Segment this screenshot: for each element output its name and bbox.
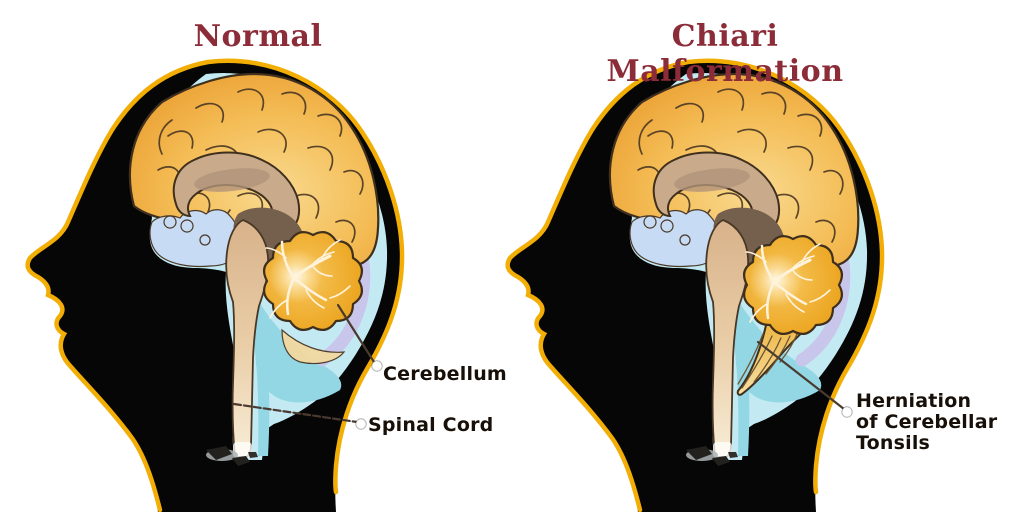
head-chiari — [508, 61, 882, 512]
leader-dots — [355, 360, 853, 430]
leader-line-cerebellum — [336, 303, 376, 364]
head-normal — [28, 61, 402, 512]
label-cerebellum: Cerebellum — [383, 363, 507, 385]
leader-line-spinal-cord — [232, 402, 359, 424]
label-herniation: Herniation of Cerebellar Tonsils — [856, 390, 998, 454]
leader-dot-cerebellum — [371, 360, 383, 372]
leader-dot-spinal-cord — [355, 418, 367, 430]
label-spinal-cord: Spinal Cord — [368, 414, 494, 436]
title-normal: Normal — [193, 19, 323, 54]
leader-dot-herniation — [841, 406, 853, 418]
leader-lines — [232, 303, 846, 424]
leader-line-herniation — [756, 340, 846, 411]
title-chiari: Chiari Malformation — [606, 19, 844, 89]
tentorium-flap — [281, 328, 346, 365]
